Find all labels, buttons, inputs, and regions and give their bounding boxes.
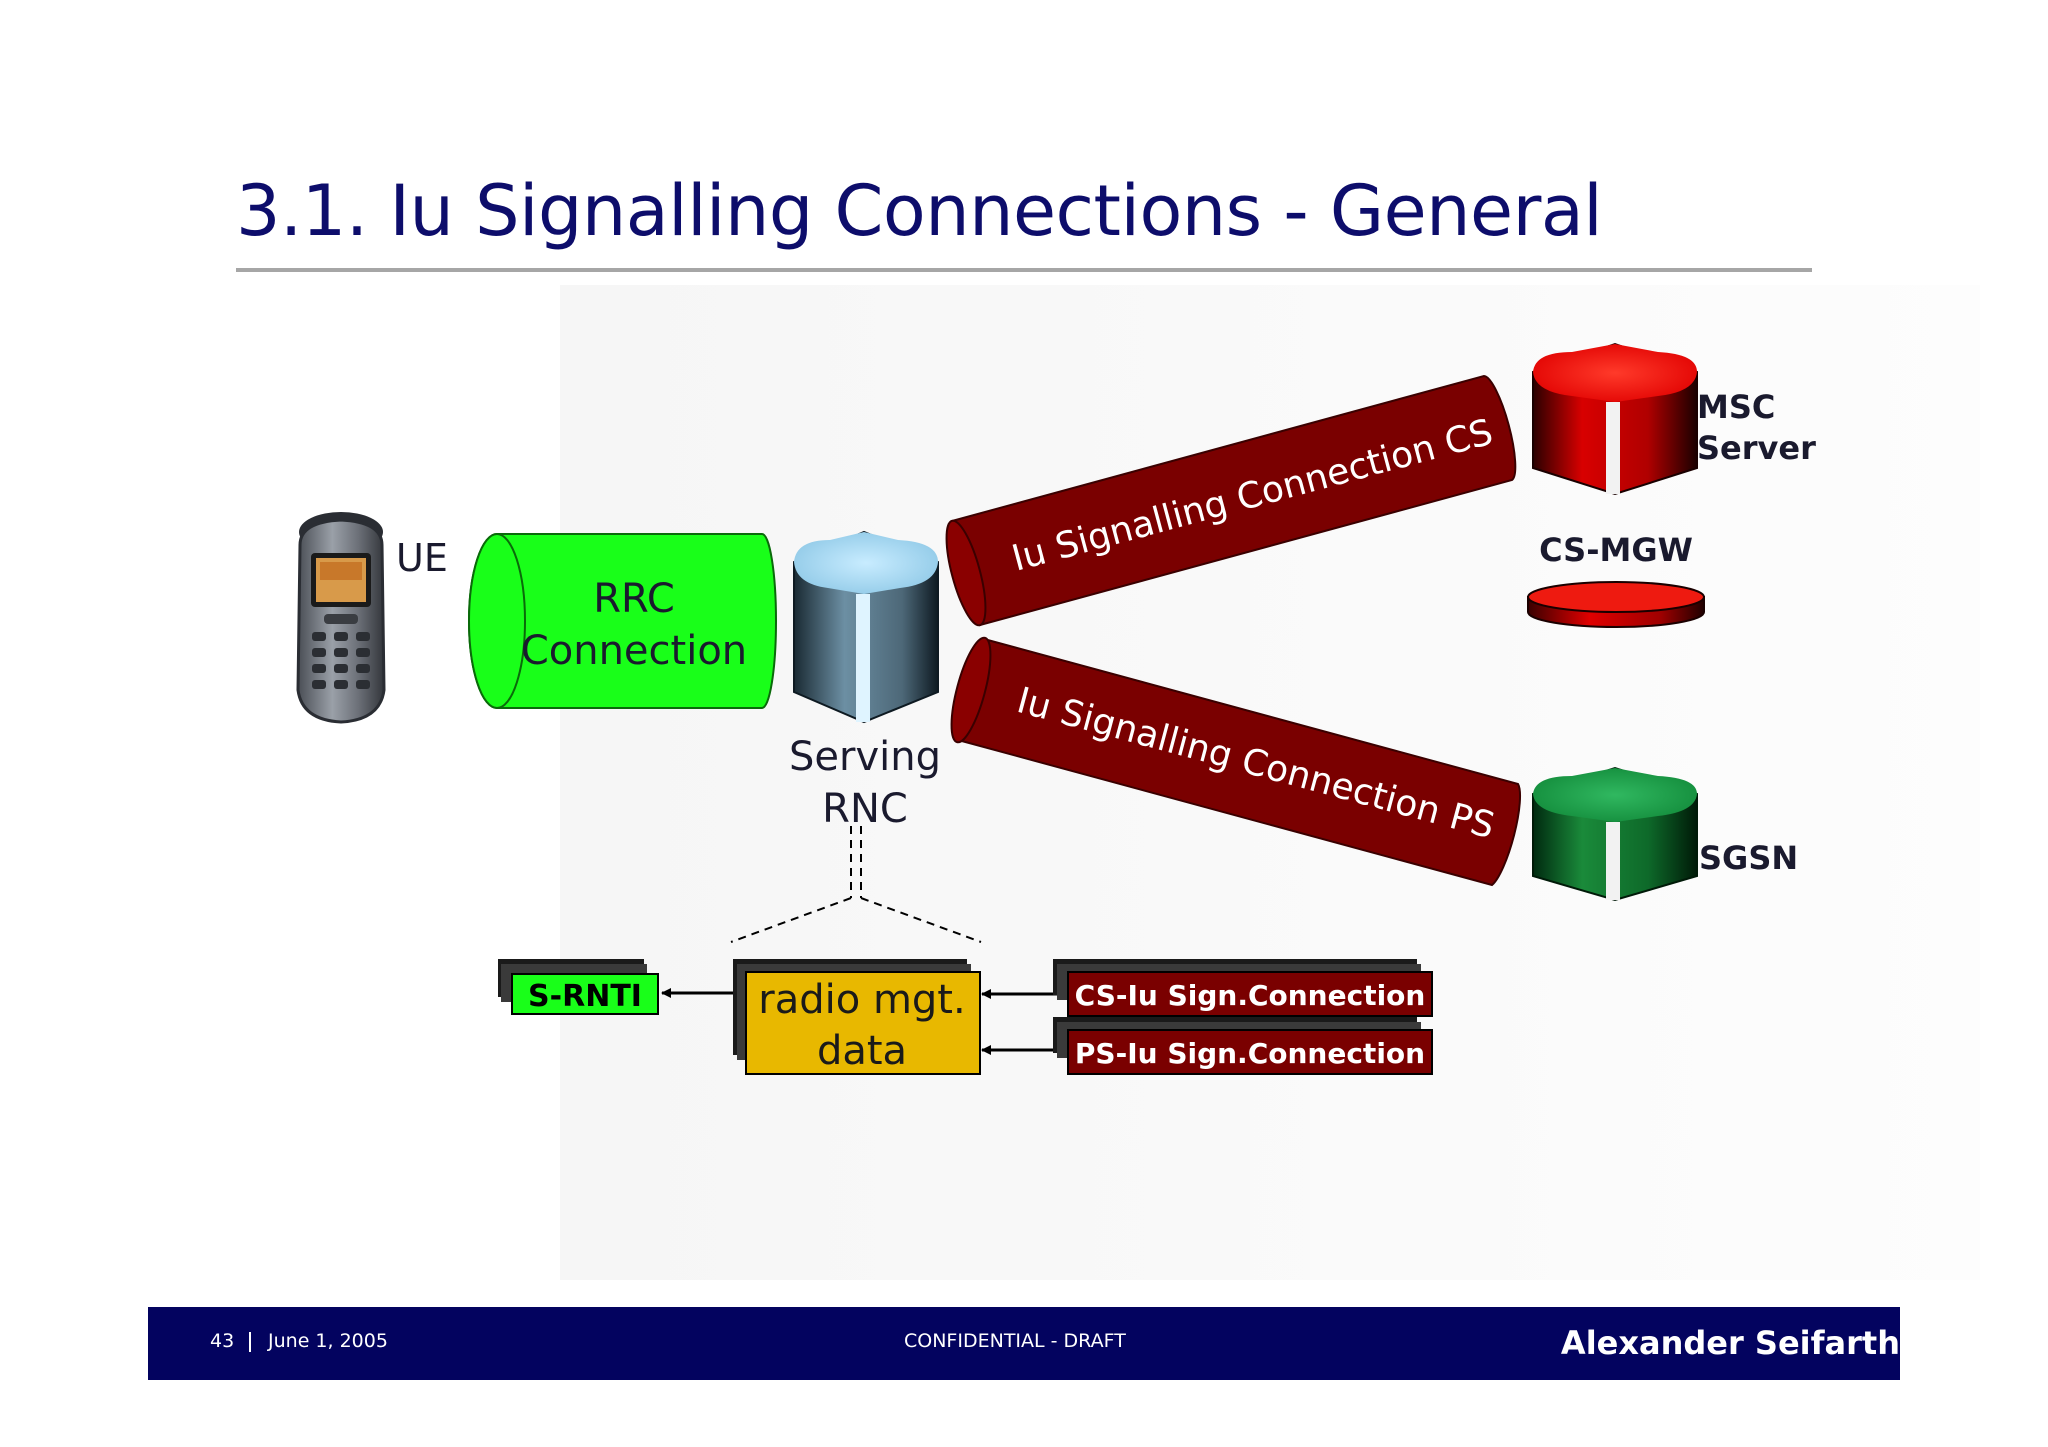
s-rnti-label: S-RNTI xyxy=(528,979,642,1014)
radio-label-line1: radio mgt. xyxy=(758,977,965,1023)
serving-rnc-icon xyxy=(793,530,939,724)
cs-mgw-icon xyxy=(1527,581,1705,628)
rrc-connection-tube xyxy=(468,533,777,709)
rnc-label-line2: RNC xyxy=(822,786,908,832)
radio-mgmt-stack xyxy=(733,959,981,1075)
page-number: 43 xyxy=(210,1330,235,1352)
rrc-label-line2: Connection xyxy=(521,628,747,674)
ue-label: UE xyxy=(396,536,448,580)
sgsn-label: SGSN xyxy=(1699,839,1798,877)
radio-label-line2: data xyxy=(817,1028,907,1074)
title-divider xyxy=(236,268,1812,272)
msc-label-line2: Server xyxy=(1697,429,1816,467)
rnc-detail-connector xyxy=(730,826,982,943)
ps-conn-label: PS-Iu Sign.Connection xyxy=(1075,1037,1425,1070)
msc-server-icon xyxy=(1532,342,1698,496)
page-title: 3.1. Iu Signalling Connections - General xyxy=(236,170,1603,252)
mgw-label: CS-MGW xyxy=(1539,531,1693,569)
footer-bar xyxy=(148,1307,1900,1380)
ps-iu-connection-stack xyxy=(1053,1017,1433,1075)
rnc-label-line1: Serving xyxy=(789,734,941,780)
confidential-label: CONFIDENTIAL - DRAFT xyxy=(904,1330,1126,1352)
footer-separator xyxy=(249,1332,251,1352)
footer-date: June 1, 2005 xyxy=(268,1330,388,1352)
cs-conn-label: CS-Iu Sign.Connection xyxy=(1075,979,1426,1012)
sgsn-icon xyxy=(1532,766,1698,902)
iu-ps-pipe xyxy=(950,636,1522,887)
s-rnti-stack xyxy=(498,959,659,1015)
iu-cs-pipe xyxy=(945,374,1517,627)
rrc-label-line1: RRC xyxy=(593,576,675,622)
footer-author: Alexander Seifarth xyxy=(1560,1324,1900,1362)
cs-iu-connection-stack xyxy=(1053,959,1433,1017)
mobile-phone-icon xyxy=(296,512,386,724)
msc-label-line1: MSC xyxy=(1697,388,1775,426)
